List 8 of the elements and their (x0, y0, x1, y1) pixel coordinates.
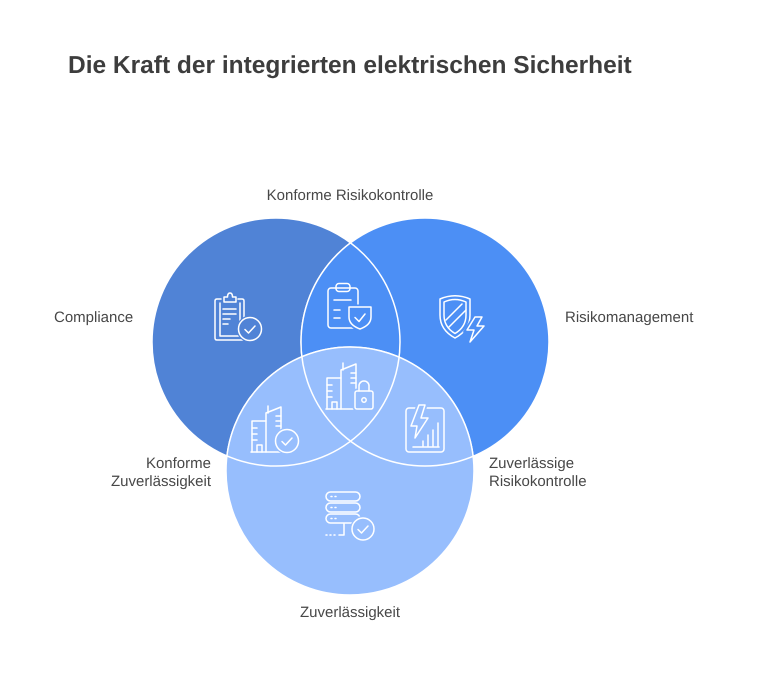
set-label: Risikomanagement (565, 309, 694, 327)
set-label: Zuverlässigkeit (300, 604, 400, 622)
overlap-label: Zuverlässige Risikokontrolle (489, 455, 587, 491)
overlap-label: Konforme Risikokontrolle (266, 187, 434, 205)
venn-circle (225, 346, 475, 596)
diagram-title: Die Kraft der integrierten elektrischen Sicherheit (68, 51, 632, 80)
overlap-label: Konforme Zuverlässigkeit (110, 455, 211, 491)
set-label: Compliance (54, 309, 134, 327)
